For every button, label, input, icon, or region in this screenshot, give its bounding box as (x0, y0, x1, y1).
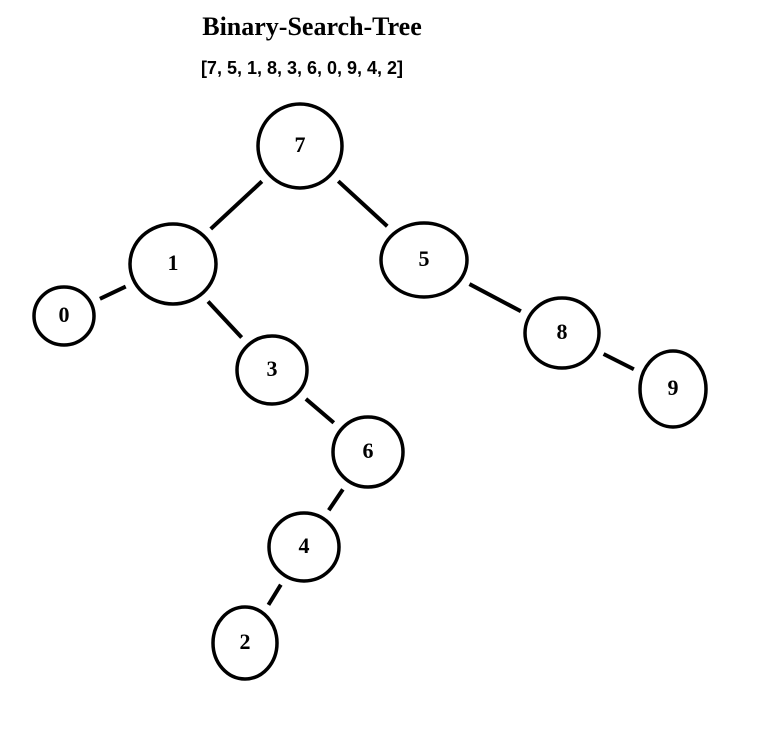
insertion-sequence: [7, 5, 1, 8, 3, 6, 0, 9, 4, 2] (200, 58, 404, 78)
tree-node-6: 6 (331, 415, 405, 489)
node-label: 7 (295, 132, 306, 157)
edge-n7-n5 (336, 179, 389, 228)
tree-node-1: 1 (128, 222, 218, 306)
tree-node-3: 3 (235, 334, 309, 406)
node-circle (638, 349, 708, 429)
edge-n1-n3 (206, 300, 244, 339)
tree-node-5: 5 (379, 221, 469, 299)
tree-node-0: 0 (32, 285, 96, 347)
node-label: 5 (419, 246, 430, 271)
node-label: 6 (363, 438, 374, 463)
node-circle (32, 285, 96, 347)
node-label: 2 (240, 629, 251, 654)
tree-node-8: 8 (523, 296, 601, 370)
node-circle (128, 222, 218, 306)
edge-n5-n8 (468, 282, 522, 314)
edge-n6-n4 (327, 488, 345, 512)
node-circle (211, 605, 279, 681)
node-circle (256, 102, 344, 190)
node-label: 1 (168, 250, 179, 275)
tree-node-2: 2 (211, 605, 279, 681)
diagram-title: Binary-Search-Tree (202, 12, 422, 41)
edge-n3-n6 (304, 397, 336, 425)
edge-n1-n0 (99, 284, 127, 301)
node-label: 8 (557, 319, 568, 344)
node-circle (523, 296, 601, 370)
node-circle (267, 511, 341, 583)
edge-n7-n1 (209, 179, 264, 231)
tree-node-4: 4 (267, 511, 341, 583)
node-circle (331, 415, 405, 489)
node-label: 4 (299, 533, 310, 558)
edge-n8-n9 (602, 352, 635, 372)
node-label: 0 (59, 302, 70, 327)
node-label: 3 (267, 356, 278, 381)
node-label: 9 (668, 375, 679, 400)
tree-node-9: 9 (638, 349, 708, 429)
edge-n4-n2 (266, 583, 283, 606)
node-circle (235, 334, 309, 406)
tree-node-7: 7 (256, 102, 344, 190)
node-circle (379, 221, 469, 299)
